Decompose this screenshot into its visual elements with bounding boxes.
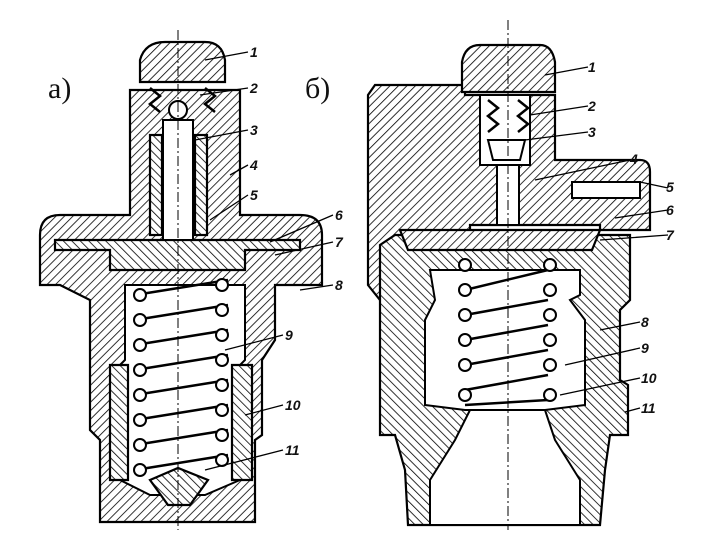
label-a-1: 1 <box>250 44 258 60</box>
label-a-7: 7 <box>335 234 344 250</box>
caption-b: б) <box>305 72 330 105</box>
label-b-5: 5 <box>666 179 674 195</box>
outlet-b <box>429 409 581 526</box>
spring-seat-a <box>148 466 210 507</box>
disk-b <box>398 228 602 252</box>
cap-a <box>138 40 227 84</box>
label-b-9: 9 <box>641 340 649 356</box>
figure-b: б) 1 2 3 4 5 6 7 8 9 10 11 <box>305 20 675 530</box>
guide-a-right <box>193 133 209 237</box>
label-b-6: 6 <box>666 202 674 218</box>
label-b-11: 11 <box>641 400 656 416</box>
cap-b <box>460 43 557 94</box>
label-a-5: 5 <box>250 187 258 203</box>
label-a-2: 2 <box>249 80 258 96</box>
main-spring-b <box>458 258 557 407</box>
guide-a <box>148 133 164 237</box>
label-b-4: 4 <box>629 151 638 167</box>
leader-lines-b <box>524 66 669 413</box>
label-a-3: 3 <box>250 122 258 138</box>
small-spring-b <box>485 99 531 133</box>
leader-lines-a <box>194 51 334 471</box>
plug-bore-b <box>571 181 641 199</box>
main-spring-a <box>133 278 229 477</box>
chamber-b <box>424 269 586 411</box>
label-a-10: 10 <box>285 397 301 413</box>
label-b-1: 1 <box>588 59 596 75</box>
small-spring-a <box>147 87 218 113</box>
valve-head-b <box>486 139 527 161</box>
caption-a: а) <box>48 72 71 105</box>
figure-a: а) 1 2 3 4 5 6 7 8 9 10 11 <box>38 30 344 530</box>
label-a-8: 8 <box>335 277 343 293</box>
label-b-7: 7 <box>666 227 675 243</box>
label-a-11: 11 <box>285 442 300 458</box>
label-a-4: 4 <box>249 157 258 173</box>
label-b-2: 2 <box>587 98 596 114</box>
label-a-6: 6 <box>335 207 343 223</box>
label-b-10: 10 <box>641 370 657 386</box>
sleeve-a <box>108 363 254 482</box>
label-b-3: 3 <box>588 124 596 140</box>
label-b-8: 8 <box>641 314 649 330</box>
label-a-9: 9 <box>285 327 293 343</box>
